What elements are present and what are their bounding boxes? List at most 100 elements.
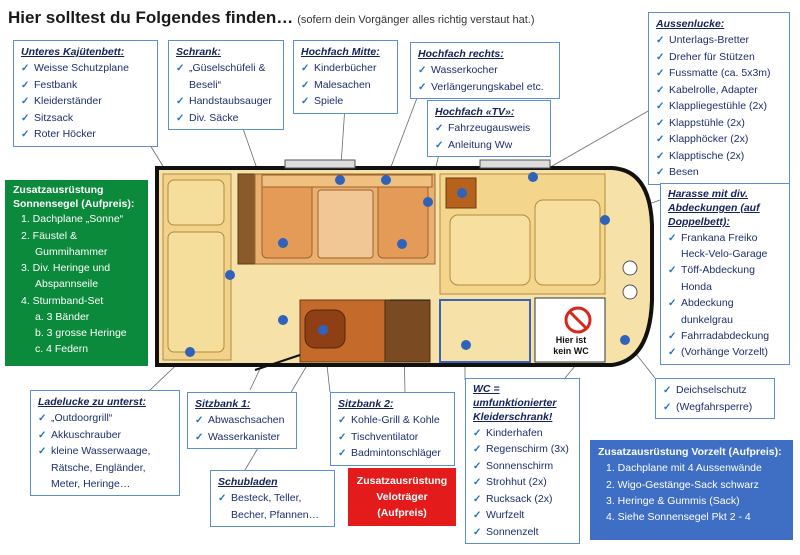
checkmark-icon: ✓ (176, 96, 185, 108)
checkmark-icon: ✓ (656, 134, 665, 146)
list-item: 3. Div. Heringe und (21, 262, 111, 275)
checkmark-icon: ✓ (656, 167, 665, 179)
checkmark-icon: ✓ (473, 493, 482, 505)
list-item: ✓Regenschirm (3x) (473, 441, 572, 458)
checkmark-icon: ✓ (418, 81, 427, 93)
checkmark-icon: ✓ (663, 401, 672, 413)
box-title: Hochfach rechts: (418, 48, 504, 60)
checkmark-icon: ✓ (21, 112, 30, 124)
box-sonnensegel: Zusatzausrüstung Sonnensegel (Aufpreis):… (5, 180, 148, 366)
list-item: ✓Badmintonschläger (338, 445, 447, 462)
list-item: ✓Festbank (21, 77, 150, 94)
list-item: ✓Wasserkanister (195, 429, 289, 446)
list-item: ✓Strohhut (2x) (473, 474, 572, 491)
checkmark-icon: ✓ (176, 63, 185, 75)
checkmark-icon: ✓ (195, 431, 204, 443)
list-item: ✓Anleitung Ww (435, 137, 543, 154)
list-item: Abspannseile (35, 278, 99, 291)
list-item: ✓Rucksack (2x) (473, 491, 572, 508)
list-item: ✓Spiele (301, 93, 390, 110)
list-item: 3. Heringe & Gummis (Sack) (606, 494, 740, 507)
box-schubladen: Schubladen ✓Besteck, Teller, Becher, Pfa… (210, 470, 335, 528)
checkmark-icon: ✓ (656, 68, 665, 80)
checkmark-icon: ✓ (301, 63, 310, 75)
list-item: ✓Weisse Schutzplane (21, 60, 150, 77)
box-velotraeger: Zusatzausrüstung Veloträger (Aufpreis) (348, 468, 456, 526)
list-item: ✓Kinderhafen (473, 425, 572, 442)
wc-sign: Hier ist kein WC (540, 335, 602, 357)
list-item: ✓Dreher für Stützen (656, 49, 782, 66)
list-item: Meter, Heringe… (51, 478, 131, 491)
list-item: Rätsche, Engländer, (51, 461, 146, 474)
box-ladelucke: Ladelucke zu unterst: ✓„Outdoorgrill“ ✓A… (30, 390, 180, 497)
checkmark-icon: ✓ (435, 139, 444, 151)
box-title: Zusatzausrüstung Vorzelt (Aufpreis): (598, 446, 782, 458)
box-title: Unteres Kajütenbett: (21, 46, 125, 58)
list-item: ✓Klapptische (2x) (656, 148, 782, 165)
box-title: Hochfach «TV»: (435, 106, 515, 118)
list-item: ✓Klappliegestühle (2x) (656, 98, 782, 115)
box-title: Aussenlucke: (656, 18, 725, 30)
velo-line2: Veloträger (376, 490, 428, 503)
checkmark-icon: ✓ (418, 65, 427, 77)
checkmark-icon: ✓ (663, 385, 672, 396)
list-item: ✓Roter Höcker (21, 126, 150, 143)
list-item: dunkelgrau (681, 313, 733, 326)
checkmark-icon: ✓ (656, 101, 665, 113)
box-title: WC = umfunktionierter Kleiderschrank! (473, 383, 557, 424)
checkmark-icon: ✓ (668, 330, 677, 342)
box-wc: WC = umfunktionierter Kleiderschrank! ✓K… (465, 378, 580, 545)
list-item: ✓„Outdoorgrill“ (38, 410, 172, 427)
checkmark-icon: ✓ (301, 96, 310, 108)
checkmark-icon: ✓ (338, 448, 347, 460)
velo-line3: (Aufpreis) (377, 506, 427, 519)
list-item: ✓Akkuschrauber (38, 427, 172, 444)
list-item: 2. Fäustel & (21, 229, 78, 242)
list-item: Gummihammer (35, 245, 108, 258)
checkmark-icon: ✓ (656, 150, 665, 162)
checkmark-icon: ✓ (38, 446, 47, 458)
list-item: ✓Abdeckung (668, 295, 782, 312)
checkmark-icon: ✓ (668, 232, 677, 244)
velo-line1: Zusatzausrüstung (356, 475, 448, 487)
checkmark-icon: ✓ (21, 96, 30, 108)
checkmark-icon: ✓ (473, 427, 482, 439)
box-kajuetenbett: Unteres Kajütenbett: ✓Weisse Schutzplane… (13, 40, 158, 147)
checkmark-icon: ✓ (38, 429, 47, 441)
list-item: ✓Malesachen (301, 77, 390, 94)
list-item: 4. Sturmband-Set (21, 294, 104, 307)
list-item: ✓Handstaubsauger (176, 93, 276, 110)
list-item: b. 3 grosse Heringe (35, 327, 127, 340)
box-vorzelt: Zusatzausrüstung Vorzelt (Aufpreis): 1. … (590, 440, 793, 540)
list-item: ✓Klapphöcker (2x) (656, 131, 782, 148)
checkmark-icon: ✓ (195, 415, 204, 427)
page-title: Hier solltest du Folgendes finden…(sofer… (8, 8, 535, 28)
title-text: Hier solltest du Folgendes finden… (8, 8, 294, 27)
checkmark-icon: ✓ (668, 298, 677, 310)
list-item: ✓Sitzsack (21, 110, 150, 127)
box-title: Schubladen (218, 476, 278, 488)
list-item: ✓Abwaschsachen (195, 412, 289, 429)
checkmark-icon: ✓ (435, 123, 444, 135)
box-hochfach-rechts: Hochfach rechts: ✓Wasserkocher ✓Verlänge… (410, 42, 560, 100)
checkmark-icon: ✓ (656, 35, 665, 47)
list-item: ✓Div. Säcke (176, 110, 276, 127)
list-item: 1. Dachplane „Sonne“ (21, 213, 124, 226)
checkmark-icon: ✓ (338, 431, 347, 443)
checkmark-icon: ✓ (473, 444, 482, 456)
checkmark-icon: ✓ (473, 526, 482, 538)
list-item: ✓Verlängerungskabel etc. (418, 79, 552, 96)
list-item: Becher, Pfannen… (231, 508, 320, 521)
list-item: ✓Kohle-Grill & Kohle (338, 412, 447, 429)
list-item: 4. Siehe Sonnensegel Pkt 2 - 4 (606, 511, 751, 524)
checkmark-icon: ✓ (218, 493, 227, 505)
checkmark-icon: ✓ (656, 117, 665, 129)
box-sitzbank1: Sitzbank 1: ✓Abwaschsachen ✓Wasserkanist… (187, 392, 297, 450)
subtitle-text: (sofern dein Vorgänger alles richtig ver… (297, 14, 535, 26)
checkmark-icon: ✓ (176, 112, 185, 124)
list-item: ✓Kinderbücher (301, 60, 390, 77)
list-item: 1. Dachplane mit 4 Aussenwände (606, 462, 762, 475)
list-item: ✓„Güselschüfeli & (176, 60, 276, 77)
checkmark-icon: ✓ (21, 63, 30, 75)
